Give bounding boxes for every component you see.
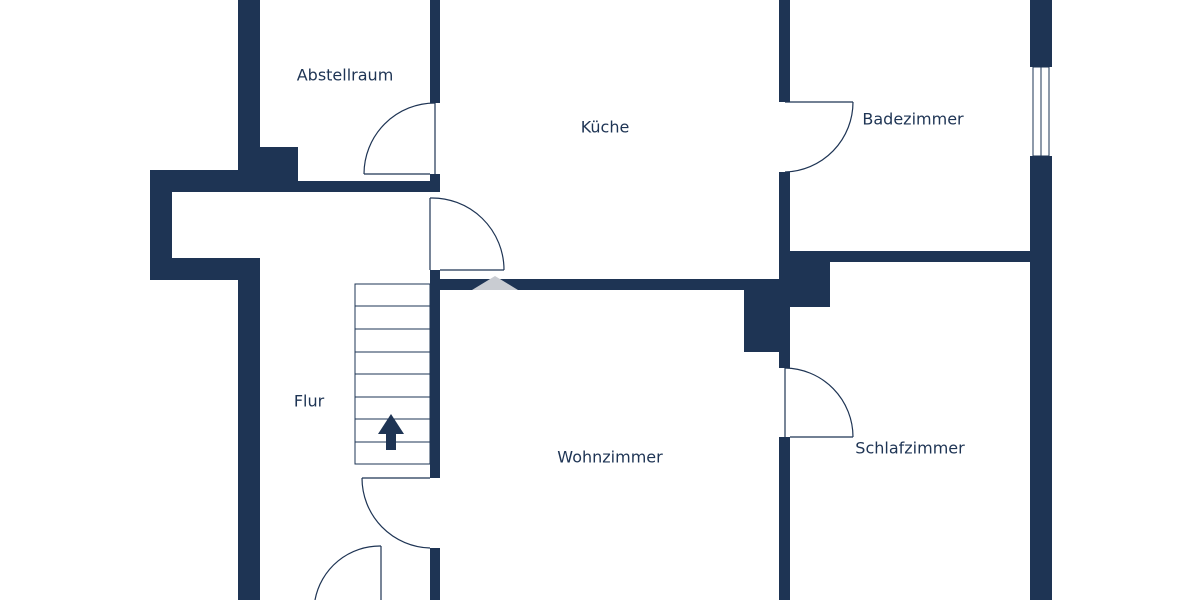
wall-bumpout-top <box>150 170 260 192</box>
room-label-kueche: Küche <box>580 117 630 137</box>
wall-right-bottom <box>1030 156 1052 600</box>
wall-abstellraum-kueche-bottom <box>430 174 440 192</box>
room-label-abstellraum: Abstellraum <box>296 65 394 85</box>
wall-bad-bottom <box>790 251 1040 262</box>
room-label-schlafzimmer: Schlafzimmer <box>855 438 965 458</box>
wall-wohn-schlaf-top <box>779 352 790 368</box>
wall-pillar-3 <box>744 279 790 352</box>
walls <box>150 0 1052 600</box>
door-entrance <box>314 545 382 600</box>
wall-abstellraum-kueche-top <box>430 0 440 103</box>
wall-flur-wohn-bottom <box>430 548 440 600</box>
arrow-up-icon <box>378 414 404 450</box>
room-label-flur: Flur <box>293 391 325 411</box>
wall-flur-wohn-top <box>430 270 440 478</box>
room-label-wohnzimmer: Wohnzimmer <box>557 447 663 467</box>
wall-kueche-wohn <box>440 279 780 290</box>
wall-kueche-bad-top <box>779 0 790 102</box>
stairs <box>354 283 431 465</box>
door-kueche <box>429 197 505 271</box>
door-schlafzimmer <box>784 367 854 438</box>
wall-bumpout-left <box>150 170 172 280</box>
wall-kueche-bad-bottom <box>779 172 790 290</box>
room-label-badezimmer: Badezimmer <box>862 109 964 129</box>
door-badezimmer <box>784 101 854 173</box>
wall-abstellraum-left <box>238 0 260 170</box>
door-abstellraum <box>363 102 436 175</box>
wall-flur-left <box>238 258 260 600</box>
wall-right-top <box>1030 0 1052 67</box>
door-wohnzimmer <box>361 477 431 549</box>
doors <box>314 101 854 600</box>
wall-bumpout-bottom <box>150 258 260 280</box>
threshold-marker <box>472 276 518 290</box>
window-badezimmer <box>1032 66 1050 157</box>
wall-pillar-1 <box>260 147 298 192</box>
wall-wohn-schlaf-bottom <box>779 437 790 600</box>
wall-abstellraum-bottom <box>298 181 440 192</box>
